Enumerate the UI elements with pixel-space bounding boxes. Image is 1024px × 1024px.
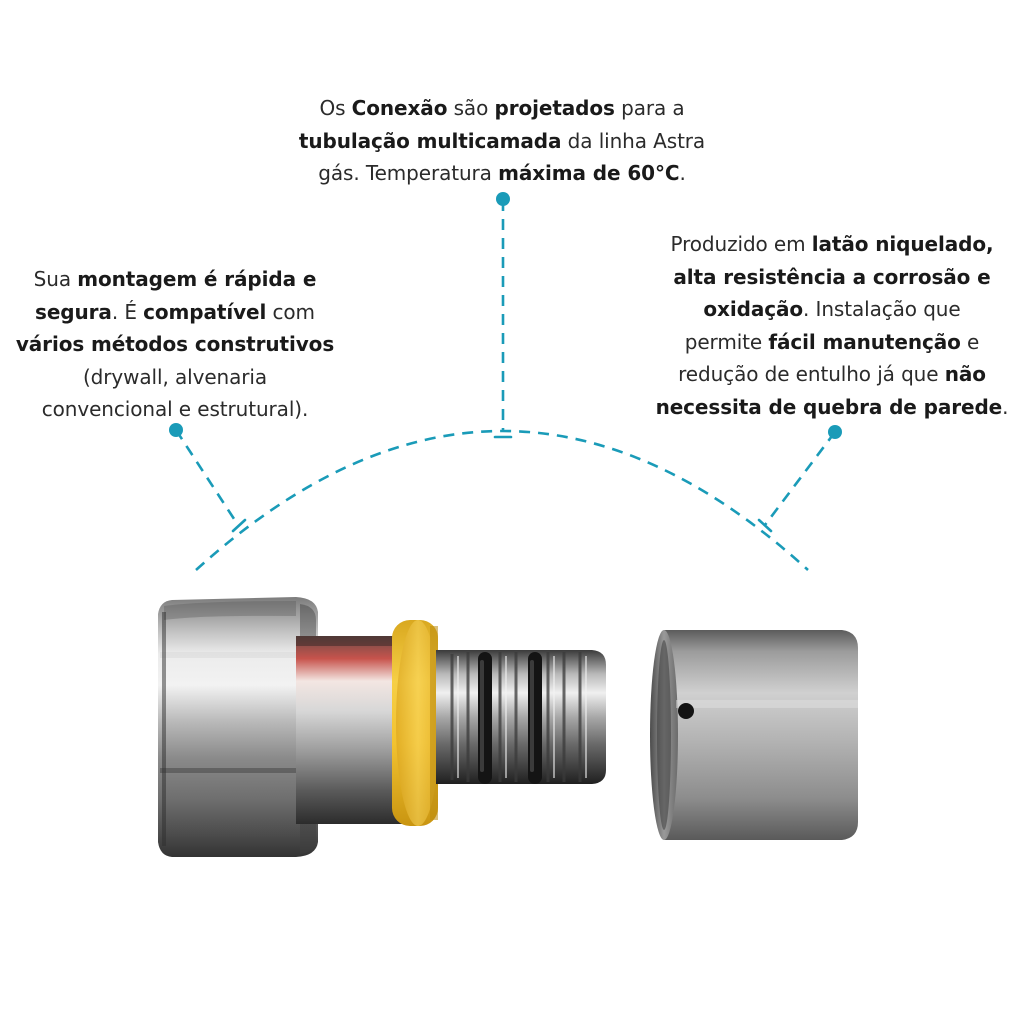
guide-line-right xyxy=(763,431,837,526)
callout-text: permite xyxy=(684,329,769,354)
dot-right-icon xyxy=(828,425,842,439)
callout-text-bold: oxidação xyxy=(703,297,804,321)
callout-text-bold: montagem é rápida e xyxy=(77,267,317,291)
callout-text: Sua xyxy=(33,267,78,291)
callout-text-bold: segura xyxy=(35,299,112,324)
callout-text-bold: projetados xyxy=(494,96,615,120)
yellow-ring xyxy=(392,620,440,826)
callout-text-bold: alta resistência a corrosão e xyxy=(673,264,991,289)
tick-left xyxy=(231,518,247,533)
callout-text: Os xyxy=(319,96,352,120)
callout-text-bold: compatível xyxy=(143,299,267,324)
callout-text-bold: fácil manutenção xyxy=(768,329,961,354)
inspection-hole-icon xyxy=(678,703,694,719)
callout-text-bold: necessita de quebra de parede xyxy=(655,394,1003,419)
callout-text: Produzido em xyxy=(670,232,812,256)
callout-text-bold: tubulação multicamada xyxy=(298,128,562,153)
callout-text: convencional e estrutural). xyxy=(41,397,309,421)
callout-text-bold: latão niquelado, xyxy=(811,232,994,256)
callout-text-bold: vários métodos construtivos xyxy=(15,332,335,356)
callout-left: Sua montagem é rápida e segura. É compatí… xyxy=(0,263,350,426)
callout-text: . xyxy=(679,161,686,185)
press-sleeve xyxy=(650,630,858,840)
callout-text: . xyxy=(1002,394,1009,419)
tick-right xyxy=(757,518,773,533)
callout-text: (drywall, alvenaria xyxy=(82,364,268,389)
callout-text: da linha Astra xyxy=(561,128,706,153)
callout-text-bold: máxima de 60°C xyxy=(498,161,680,185)
hex-nut xyxy=(158,597,318,857)
neck xyxy=(296,636,402,824)
callout-text-bold: Conexão xyxy=(351,96,448,120)
callout-text-bold: não xyxy=(944,362,986,386)
callout-text: com xyxy=(266,299,316,324)
callout-text: para a xyxy=(614,96,685,120)
callout-text: são xyxy=(447,96,495,120)
barbed-insert xyxy=(436,650,606,784)
callout-text: . É xyxy=(111,299,144,324)
callout-top: Os Conexão são projetados para a tubulaç… xyxy=(262,92,742,190)
dot-left-icon xyxy=(169,423,183,437)
callout-right: Produzido em latão niquelado, alta resist… xyxy=(632,228,1024,423)
callout-text: redução de entulho já que xyxy=(678,362,945,386)
callout-text: . Instalação que xyxy=(803,297,961,321)
dot-top-icon xyxy=(496,192,510,206)
callout-text: e xyxy=(960,329,980,354)
callout-text: gás. Temperatura xyxy=(318,161,499,185)
